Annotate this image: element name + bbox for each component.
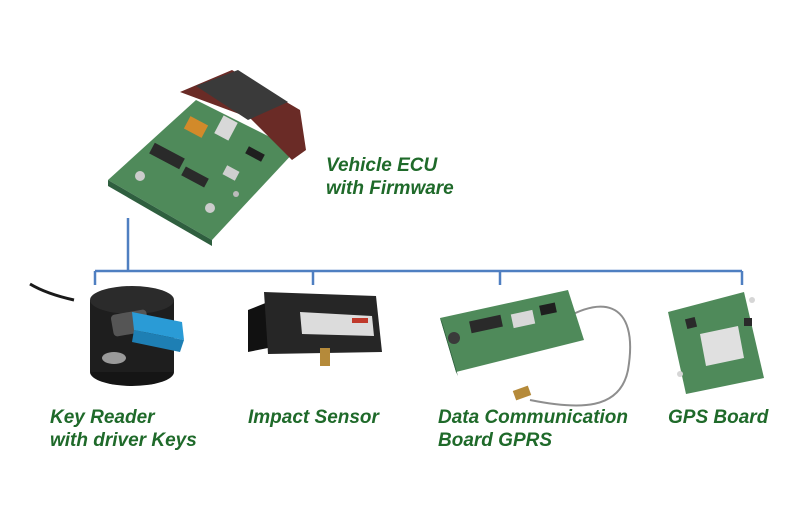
- label-impact-sensor: Impact Sensor: [248, 406, 379, 429]
- key-reader-icon: [29, 282, 184, 386]
- connector-lines: [93, 218, 744, 285]
- label-data-communication: Data Communication Board GPRS: [438, 406, 628, 452]
- label-line: Key Reader: [50, 407, 155, 428]
- label-line: with driver Keys: [50, 430, 197, 451]
- gps-board-icon: [668, 292, 764, 394]
- label-line: GPS Board: [668, 407, 769, 428]
- label-line: Vehicle ECU: [326, 155, 438, 176]
- label-line: Impact Sensor: [248, 407, 379, 428]
- gprs-board-icon: [440, 290, 632, 407]
- impact-sensor-icon: [248, 292, 382, 366]
- ecu-board-icon: [108, 70, 306, 246]
- label-key-reader: Key Reader with driver Keys: [50, 406, 197, 452]
- label-line: Data Communication: [438, 407, 629, 428]
- label-line: Board GPRS: [438, 430, 553, 451]
- label-line: with Firmware: [326, 178, 454, 199]
- label-gps-board: GPS Board: [668, 406, 768, 429]
- label-vehicle-ecu: Vehicle ECU with Firmware: [326, 154, 454, 200]
